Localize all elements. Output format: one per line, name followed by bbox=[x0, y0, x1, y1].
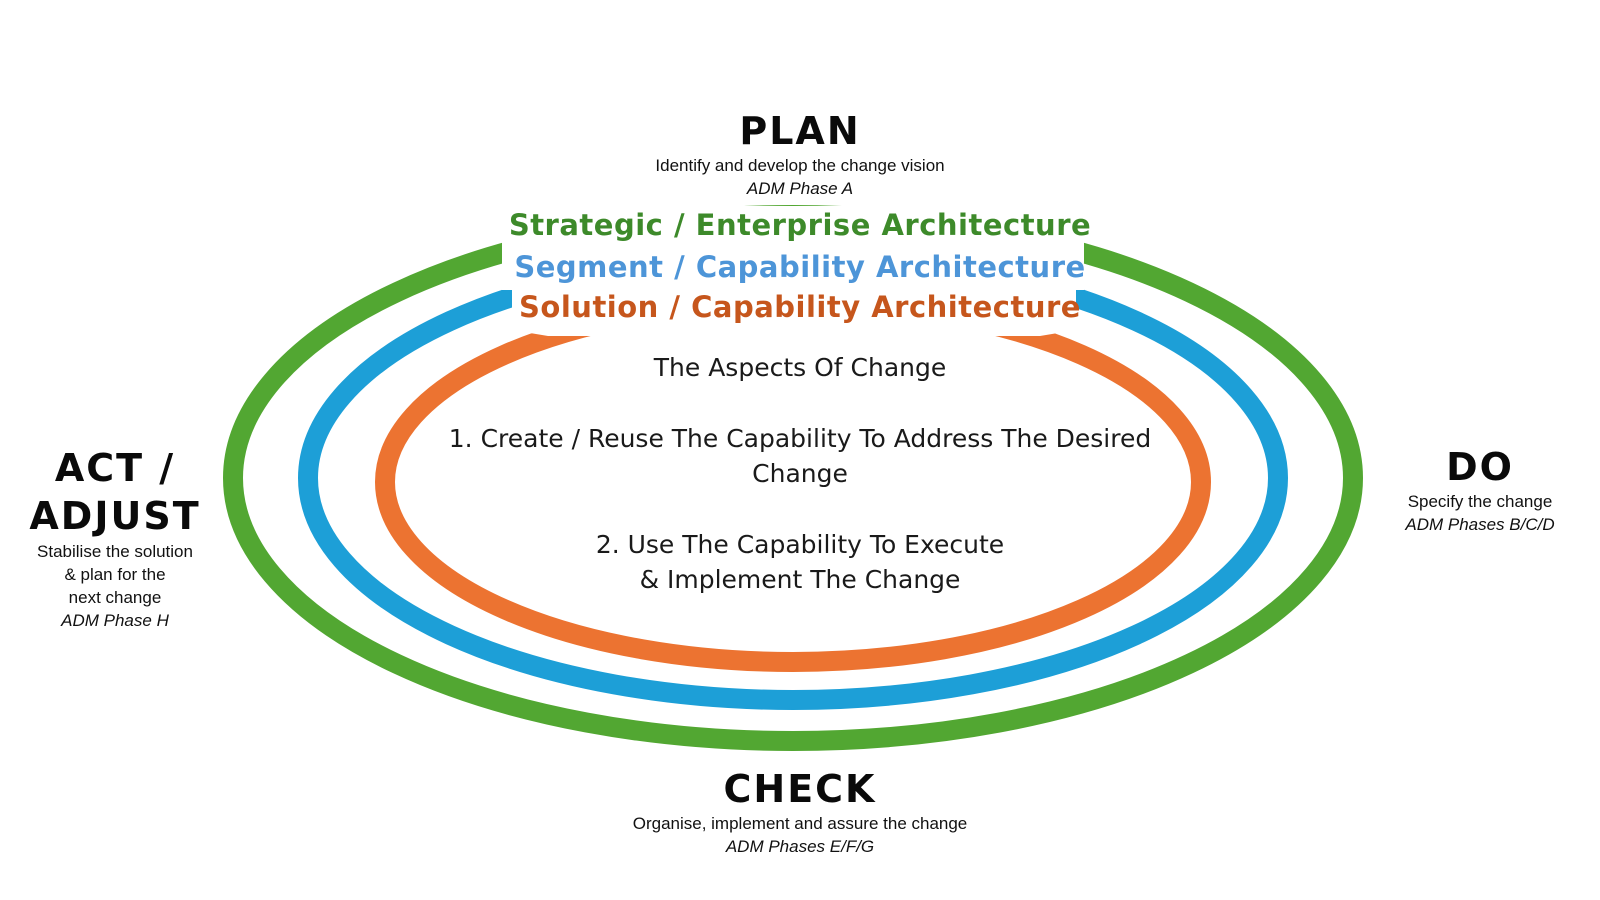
solution-architecture-label: Solution / Capability Architecture bbox=[519, 290, 1081, 324]
aspect-2-line-1: 2. Use The Capability To Execute bbox=[595, 530, 1005, 559]
solution-label-background bbox=[512, 288, 1076, 336]
aspect-create-reuse: 1. Create / Reuse The Capability To Addr… bbox=[420, 421, 1180, 491]
check-adm-phase: ADM Phases E/F/G bbox=[725, 837, 875, 856]
do-adm-phase: ADM Phases B/C/D bbox=[1405, 515, 1555, 534]
act-adjust-phase: ACT / ADJUST Stabilise the solution & pl… bbox=[10, 444, 220, 632]
plan-title: PLAN bbox=[739, 109, 861, 153]
plan-description: Identify and develop the change vision bbox=[655, 156, 945, 175]
do-description: Specify the change bbox=[1407, 492, 1553, 511]
act-description-line-2: & plan for the bbox=[64, 565, 166, 584]
check-description: Organise, implement and assure the chang… bbox=[632, 814, 968, 833]
aspect-1-line-1: 1. Create / Reuse The Capability To Addr… bbox=[448, 424, 1152, 453]
do-phase: DO Specify the change ADM Phases B/C/D bbox=[1380, 444, 1580, 536]
check-phase: CHECK Organise, implement and assure the… bbox=[540, 766, 1060, 858]
check-title: CHECK bbox=[723, 767, 877, 811]
aspect-2-line-2: & Implement The Change bbox=[639, 565, 961, 594]
do-title: DO bbox=[1446, 445, 1514, 489]
act-title-line-1: ACT / bbox=[54, 446, 176, 490]
act-title-line-2: ADJUST bbox=[29, 494, 201, 538]
strategic-architecture-label: Strategic / Enterprise Architecture bbox=[508, 208, 1092, 242]
aspect-1-line-2: Change bbox=[752, 459, 848, 488]
aspects-heading: The Aspects Of Change bbox=[653, 353, 947, 382]
act-adm-phase: ADM Phase H bbox=[61, 611, 169, 630]
plan-phase: PLAN Identify and develop the change vis… bbox=[560, 108, 1040, 200]
act-description-line-1: Stabilise the solution bbox=[37, 542, 193, 561]
segment-architecture-label: Segment / Capability Architecture bbox=[514, 250, 1086, 284]
act-description-line-3: next change bbox=[68, 588, 162, 607]
level-labels-background bbox=[502, 206, 1084, 290]
plan-adm-phase: ADM Phase A bbox=[746, 179, 854, 198]
aspect-use-execute: 2. Use The Capability To Execute & Imple… bbox=[560, 527, 1040, 597]
